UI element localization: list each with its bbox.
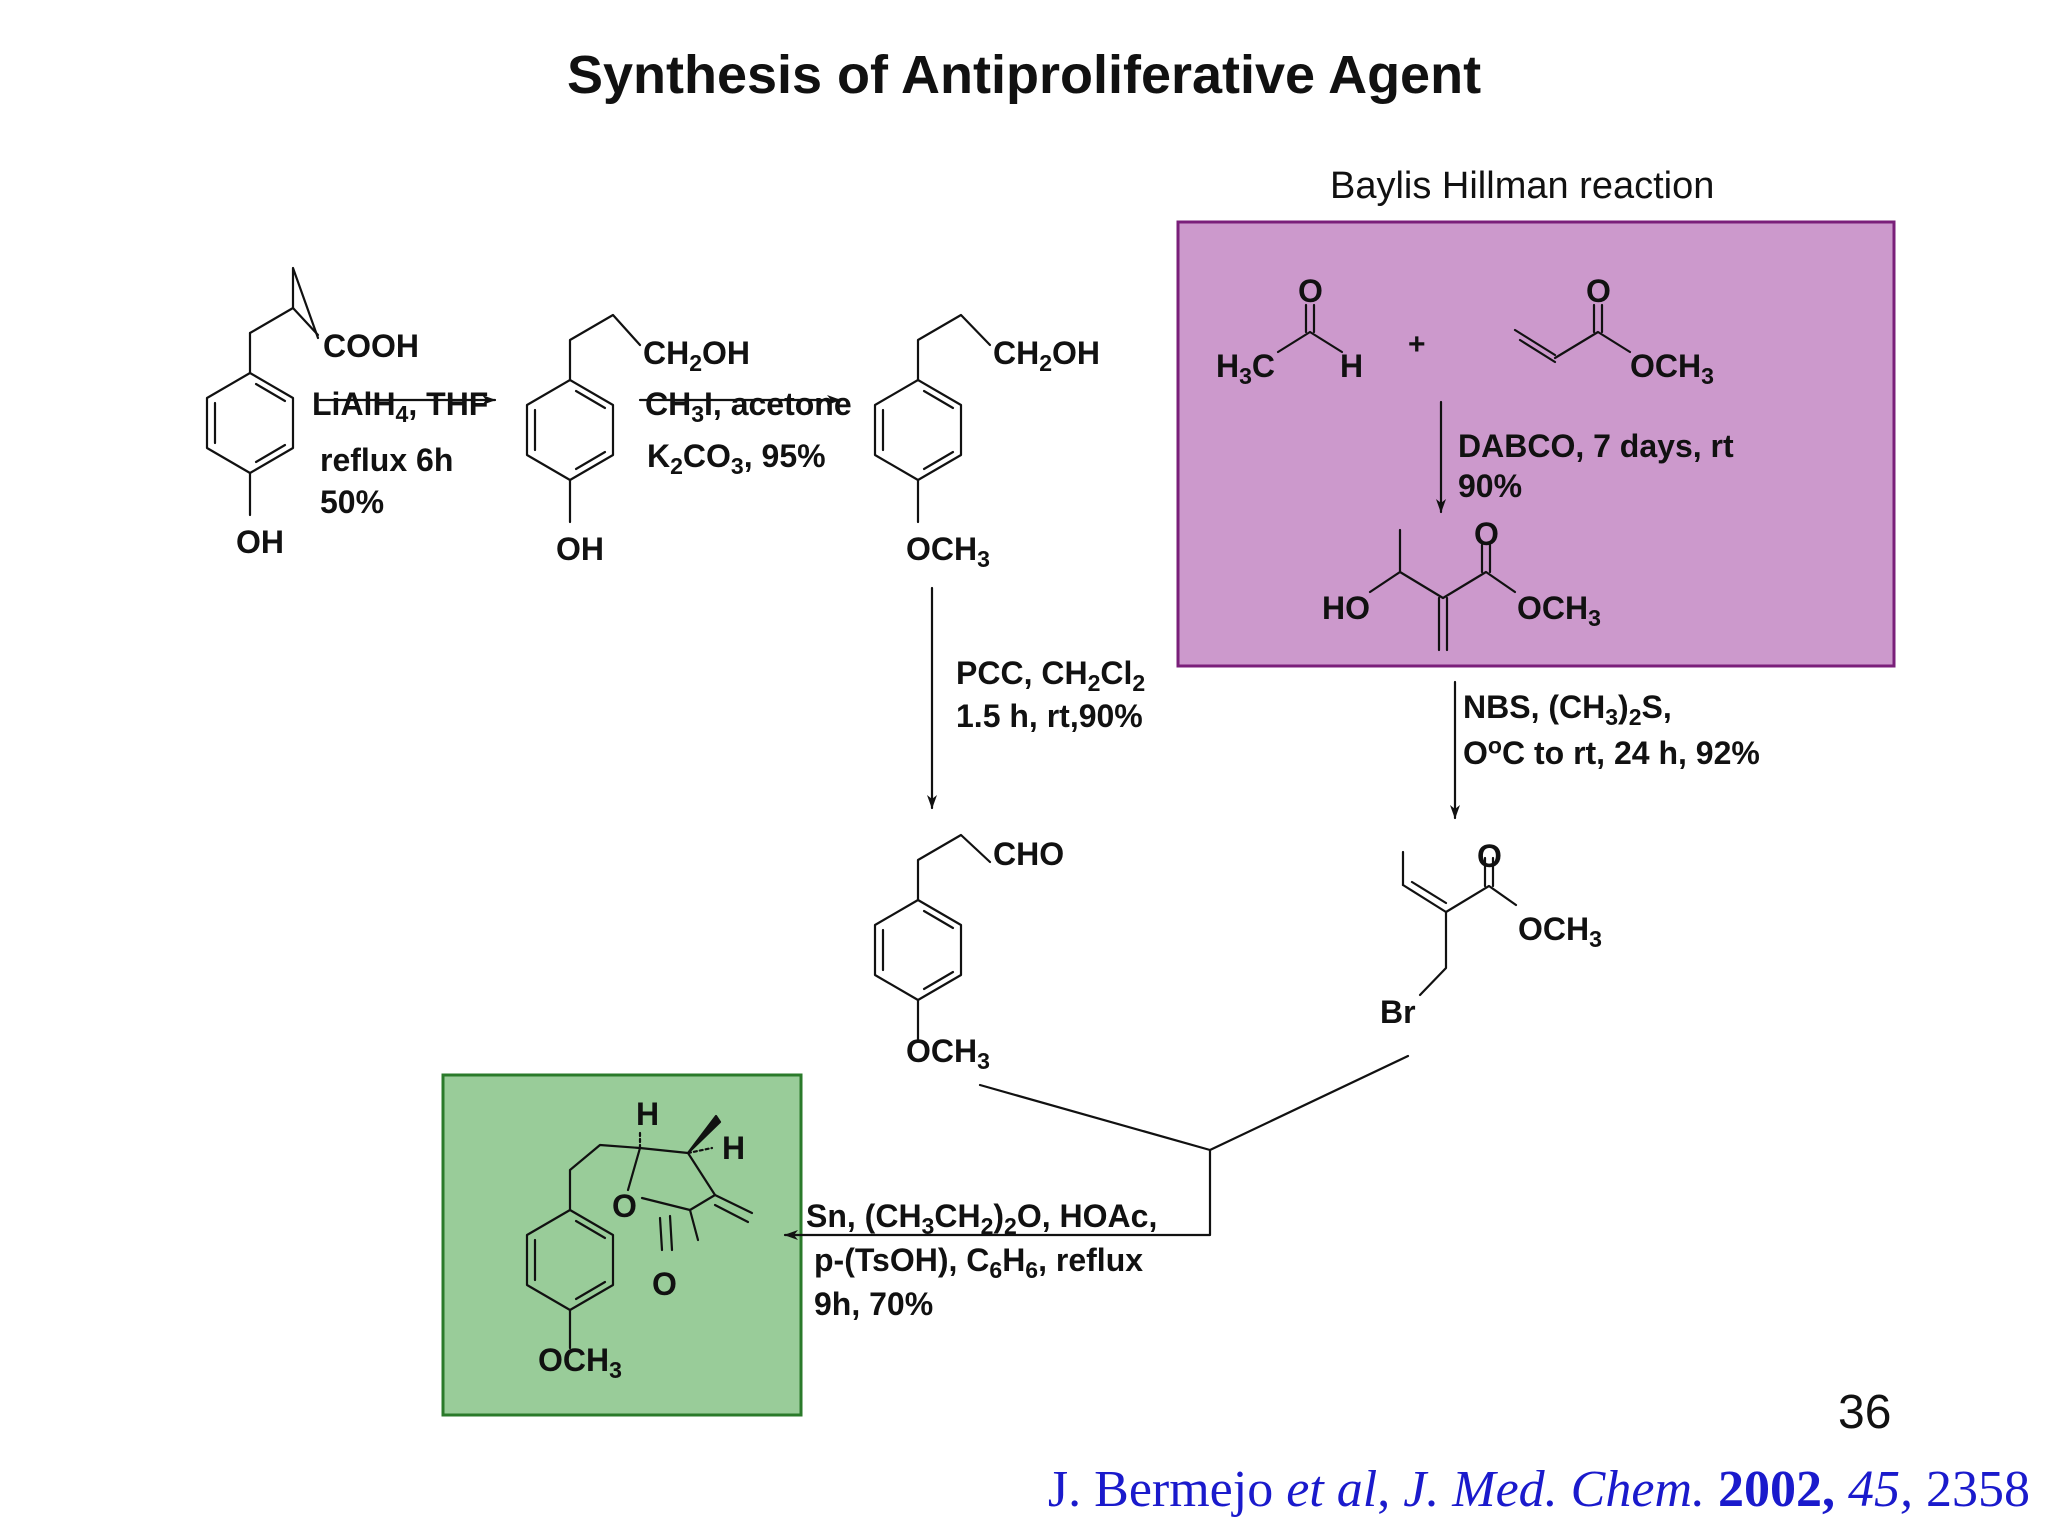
page-number: 36: [1838, 1386, 1892, 1439]
citation-authors: J. Bermejo: [1047, 1461, 1274, 1518]
step5-conditions: NBS, (CH3)2S,OoC to rt, 24 h, 92%: [1463, 689, 1760, 772]
step6-conditions: Sn, (CH3CH2)2O, HOAc,p-(TsOH), C6H6, ref…: [806, 1198, 1158, 1323]
bh-adduct-structure: [1368, 528, 1517, 652]
acetaldehyde-h3c-label: H3C: [1216, 348, 1276, 389]
acetaldehyde-o-label: O: [1298, 273, 1323, 309]
lactone-h1-label: H: [636, 1096, 660, 1132]
acid-structure: [205, 266, 320, 517]
aldehyde-och3-label: OCH3: [906, 1033, 990, 1074]
methoxy-alcohol-och3-label: OCH3: [906, 531, 990, 572]
reaction-arrows: [318, 395, 1460, 1240]
lactone-h2-label: H: [722, 1130, 746, 1166]
alcohol-structure: [525, 313, 642, 524]
step2-conditions-line1: CH3I, acetone: [645, 386, 852, 427]
bh-adduct-och3-label: OCH3: [1517, 590, 1601, 631]
lactone-ring-o-label: O: [612, 1188, 637, 1224]
bh-adduct-ho-label: HO: [1322, 590, 1370, 626]
lactone-carbonyl-o-label: O: [652, 1266, 677, 1302]
step2-conditions-line2: K2CO3, 95%: [647, 438, 826, 479]
acrylate-och3-label: OCH3: [1630, 348, 1714, 389]
citation-journal: J. Med. Chem.: [1403, 1461, 1705, 1518]
acetaldehyde-structure: [1276, 303, 1344, 354]
alcohol-oh-label: OH: [556, 531, 604, 567]
acrylate-structure: [1513, 303, 1632, 364]
allyl-bromide-br-label: Br: [1380, 994, 1416, 1030]
acid-oh-label: OH: [236, 524, 284, 560]
allyl-bromide-o-label: O: [1477, 838, 1502, 874]
final-product-box: [441, 1073, 803, 1417]
methoxy-alcohol-ch2oh-label: CH2OH: [993, 335, 1101, 376]
citation-year: 2002,: [1718, 1461, 1835, 1518]
citation-etal: et al: [1286, 1461, 1378, 1518]
bh-adduct-o-label: O: [1474, 516, 1499, 552]
baylis-hillman-label: Baylis Hillman reaction: [1330, 165, 1715, 207]
citation-volume: 45,: [1848, 1461, 1913, 1518]
methoxy-alcohol-structure: [873, 313, 992, 524]
citation-page: 2358: [1926, 1461, 2030, 1518]
aldehyde-structure: [873, 833, 992, 1042]
citation: J. Bermejo et al, J. Med. Chem. 2002, 45…: [1047, 1461, 2030, 1518]
lactone-structure: [525, 1114, 754, 1350]
acetaldehyde-h-label: H: [1340, 348, 1364, 384]
allyl-bromide-structure: [1401, 850, 1518, 997]
acid-cooh-label: COOH: [323, 328, 419, 364]
plus-sign: +: [1408, 328, 1426, 361]
slide-title: Synthesis of Antiproliferative Agent: [566, 45, 1482, 105]
step1-conditions-line1: LiAlH4, THF: [312, 386, 489, 427]
baylis-hillman-box: [1176, 220, 1896, 668]
lactone-och3-label: OCH3: [538, 1342, 622, 1383]
allyl-bromide-och3-label: OCH3: [1518, 911, 1602, 952]
acrylate-o-label: O: [1586, 273, 1611, 309]
aldehyde-cho-label: CHO: [993, 836, 1065, 872]
alcohol-ch2oh-label: CH2OH: [643, 335, 751, 376]
